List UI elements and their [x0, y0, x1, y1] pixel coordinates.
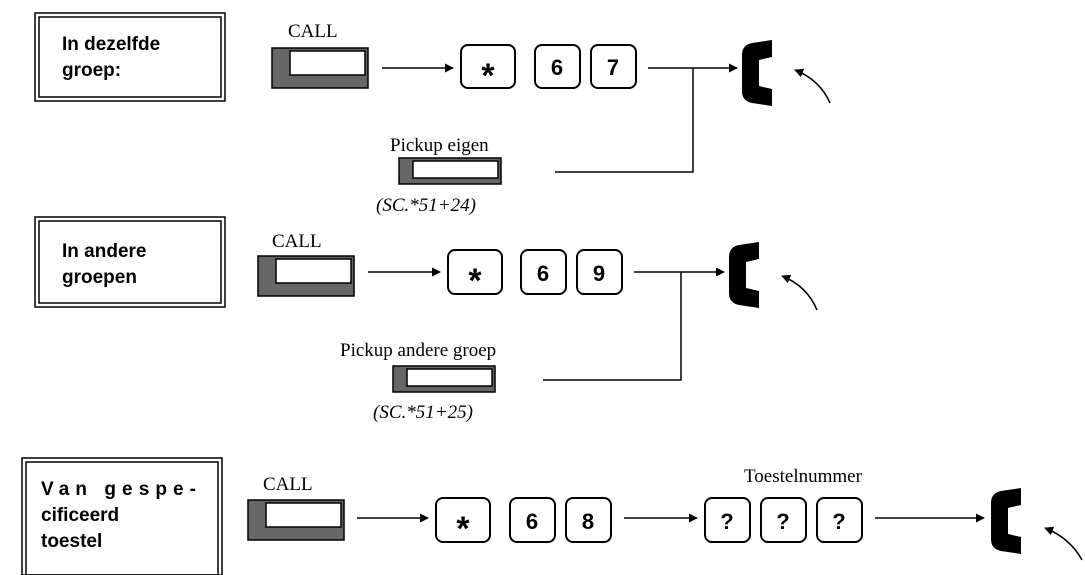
- section-label-line: toestel: [41, 531, 102, 552]
- section-label-box: In andere groepen: [34, 216, 226, 308]
- pickup-label: Pickup eigen: [390, 135, 489, 156]
- pickup-button-icon[interactable]: [392, 365, 496, 393]
- call-button-icon[interactable]: [257, 255, 355, 297]
- pickup-label: Pickup andere groep: [340, 340, 496, 361]
- pickup-branch: Pickup eigen (SC.*51+24): [376, 68, 694, 216]
- extension-key-3[interactable]: ?: [816, 497, 863, 543]
- svg-text:8: 8: [582, 509, 594, 534]
- key-9[interactable]: 9: [576, 249, 623, 295]
- pickup-branch: Pickup andere groep (SC.*51+25): [340, 272, 682, 423]
- svg-text:9: 9: [593, 261, 605, 286]
- section-specified-extension: Van gespe- cificeerd toestel CALL * 6 8 …: [21, 457, 1083, 575]
- section-same-group: In dezelfde groep: CALL * 6 7 Pic: [34, 12, 831, 216]
- call-button-icon[interactable]: [247, 499, 345, 541]
- call-button-icon[interactable]: [271, 47, 369, 89]
- section-label-line: In andere: [62, 241, 146, 262]
- section-label-box: Van gespe- cificeerd toestel: [21, 457, 223, 575]
- key-7[interactable]: 7: [590, 44, 637, 89]
- section-label-box: In dezelfde groep:: [34, 12, 226, 102]
- section-label-line: groep:: [62, 60, 121, 81]
- svg-text:7: 7: [607, 55, 619, 80]
- extension-label: Toestelnummer: [744, 466, 863, 487]
- svg-text:*: *: [481, 57, 495, 95]
- call-label: CALL: [272, 231, 322, 252]
- call-label: CALL: [263, 474, 313, 495]
- key-star[interactable]: *: [435, 497, 491, 548]
- svg-text:?: ?: [832, 509, 845, 534]
- key-6[interactable]: 6: [534, 44, 581, 89]
- phone-handset-icon: [742, 40, 772, 106]
- section-label-line: groepen: [62, 267, 137, 288]
- key-6[interactable]: 6: [509, 497, 556, 543]
- svg-text:?: ?: [776, 509, 789, 534]
- section-label-line: Van gespe-: [41, 479, 196, 500]
- extension-key-2[interactable]: ?: [760, 497, 807, 543]
- svg-text:6: 6: [551, 55, 563, 80]
- lift-arrow-icon: [794, 68, 831, 104]
- section-label-line: cificeerd: [41, 505, 119, 526]
- extension-key-1[interactable]: ?: [704, 497, 751, 543]
- pickup-code: (SC.*51+25): [373, 402, 473, 423]
- lift-arrow-icon: [781, 274, 818, 311]
- svg-text:*: *: [456, 510, 470, 548]
- svg-text:?: ?: [720, 509, 733, 534]
- svg-text:6: 6: [537, 261, 549, 286]
- call-label: CALL: [288, 21, 338, 42]
- key-star[interactable]: *: [460, 44, 516, 95]
- section-label-line: In dezelfde: [62, 34, 160, 55]
- phone-handset-icon: [991, 488, 1021, 554]
- key-8[interactable]: 8: [565, 497, 612, 543]
- key-6[interactable]: 6: [520, 249, 567, 295]
- key-star[interactable]: *: [447, 249, 503, 300]
- svg-text:*: *: [468, 262, 482, 300]
- lift-arrow-icon: [1044, 526, 1083, 561]
- section-other-groups: In andere groepen CALL * 6 9 Pick: [34, 216, 818, 423]
- pickup-button-icon[interactable]: [398, 157, 502, 185]
- svg-text:6: 6: [526, 509, 538, 534]
- pickup-code: (SC.*51+24): [376, 195, 476, 216]
- phone-handset-icon: [729, 242, 759, 308]
